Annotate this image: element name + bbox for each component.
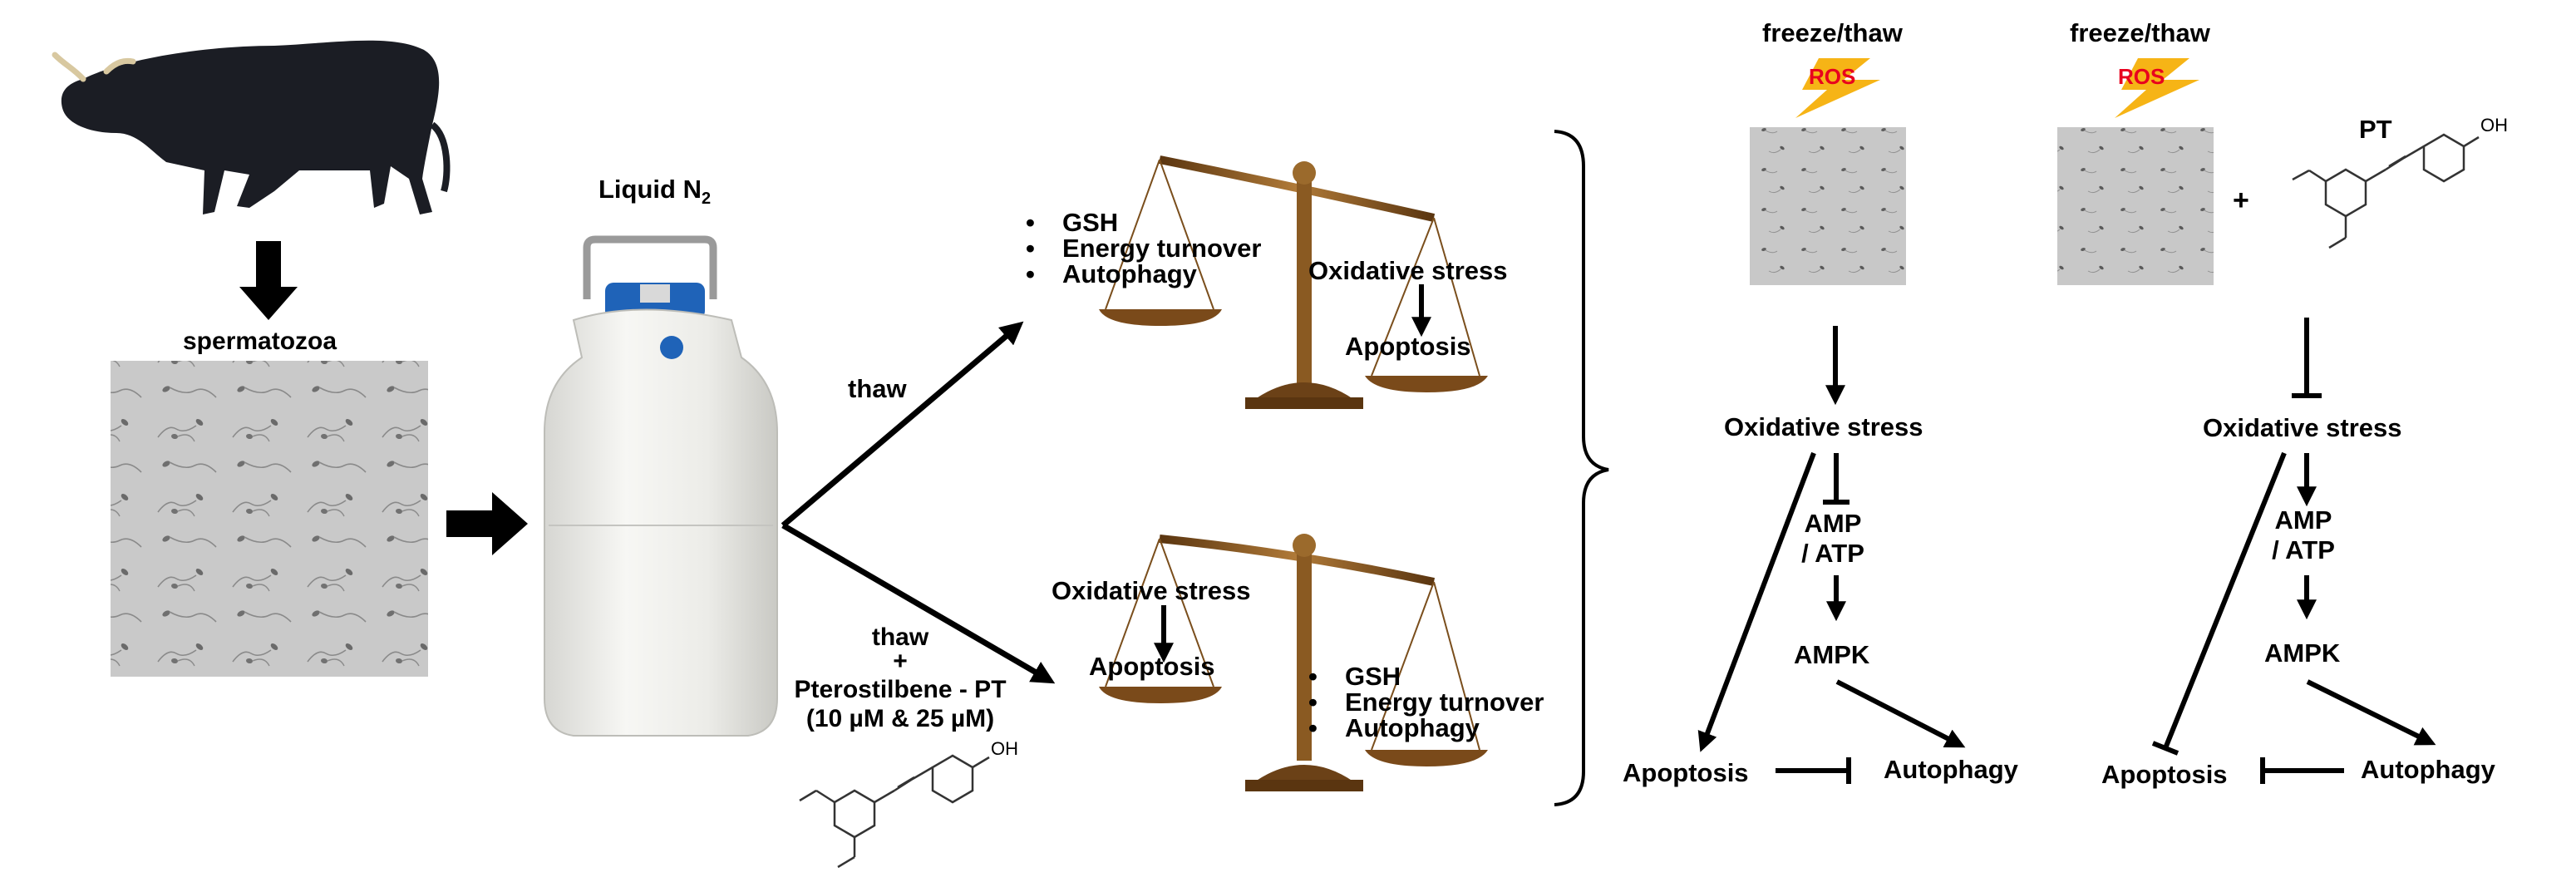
bullet-autophagy: Autophagy [1026,261,1261,287]
bullet-gsh: GSH [1026,209,1261,235]
thaw-pt-line-1: thaw [871,623,929,651]
micrograph-right [2057,127,2214,285]
right-pt-label: PT [2359,115,2392,144]
top-apoptosis: Apoptosis [1345,332,1471,361]
liquid-n2-label: Liquid N2 [598,175,711,209]
bullet-energy-turnover: Energy turnover [1026,235,1261,261]
liquid-n2-subscript: 2 [701,190,712,209]
left-ampk: AMPK [1794,640,1870,669]
right-amp-line: AMP [2274,505,2332,535]
left-apoptosis: Apoptosis [1623,758,1749,787]
spermatozoa-label: spermatozoa [183,328,337,355]
right-freeze-thaw-title: freeze/thaw [2070,18,2210,47]
balance-top-bullets: GSH Energy turnover Autophagy [1026,209,1261,287]
inhibit-pt-oxidative-right [2292,318,2322,398]
bullet-gsh-bottom: GSH [1308,663,1544,689]
inhibit-oxidative-apoptosis-right [2151,451,2287,756]
right-apoptosis: Apoptosis [2101,760,2228,789]
thaw-pt-line-2: + [893,647,908,675]
left-amp-atp: AMP / ATP [1787,509,1879,568]
liquid-n2-text: Liquid N [598,175,702,204]
thaw-pt-line-4: (10 µM & 25 µM) [805,704,995,732]
inhibit-apoptosis-autophagy-left [1776,757,1851,784]
thaw-pt-line-3: Pterostilbene - PT [794,676,1007,703]
bottom-oxidative-stress: Oxidative stress [1052,576,1251,605]
pterostilbene-molecule-right [2292,133,2480,249]
thaw-pt-arrow [781,522,1056,684]
right-plus-sign: + [2233,185,2249,216]
left-oxidative-stress: Oxidative stress [1724,412,1923,441]
spermatozoa-micrograph [111,361,428,677]
bull-image [52,40,451,215]
down-arrow-icon [239,241,298,320]
right-autophagy: Autophagy [2361,755,2495,784]
thaw-arrow [781,321,1024,528]
bullet-autophagy-bottom: Autophagy [1308,715,1544,741]
right-arrow-icon [446,492,528,555]
left-amp-line: AMP [1804,509,1862,538]
molecule-oh-left: OH [991,738,1018,759]
right-atp-line: / ATP [2272,535,2335,564]
arrow-oxidative-to-apoptosis-left [1697,451,1816,752]
right-molecule-oh: OH [2480,115,2508,136]
micrograph-left [1750,127,1906,285]
pterostilbene-molecule-left [799,754,990,869]
lightning-icon-right [2115,58,2199,118]
bottom-apoptosis: Apoptosis [1089,652,1215,681]
top-oxidative-stress: Oxidative stress [1308,256,1508,285]
left-freeze-thaw-title: freeze/thaw [1762,18,1903,47]
arrow-ampk-to-autophagy-right [2306,679,2436,746]
thaw-label: thaw [848,374,907,403]
right-oxidative-stress: Oxidative stress [2203,413,2402,442]
left-autophagy: Autophagy [1884,755,2018,784]
right-ampk: AMPK [2264,638,2341,668]
balance-bottom-bullets: GSH Energy turnover Autophagy [1308,663,1544,741]
inhibit-autophagy-apoptosis-right [2260,757,2344,784]
bullet-energy-turnover-bottom: Energy turnover [1308,689,1544,715]
right-ros-label: ROS [2118,64,2165,89]
arrow-ampk-to-autophagy-left [1835,679,1966,748]
lightning-icon-left [1795,58,1880,118]
left-atp-line: / ATP [1801,538,1864,568]
inhibit-oxidative-amp-left [1823,453,1849,505]
right-amp-atp: AMP / ATP [2258,505,2349,564]
thaw-pt-label: thaw + Pterostilbene - PT (10 µM & 25 µM… [771,623,1029,733]
grouping-brace [1554,130,1609,806]
liquid-nitrogen-tank [544,235,778,737]
left-ros-label: ROS [1809,64,1856,89]
